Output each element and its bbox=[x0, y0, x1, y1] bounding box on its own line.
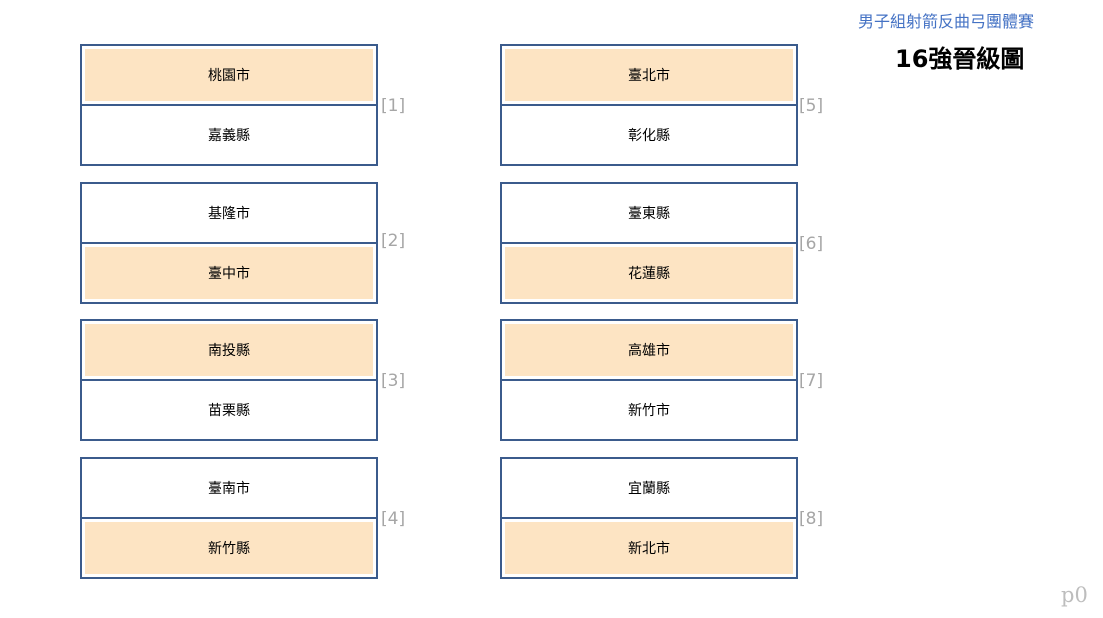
team-cell: 基隆市 bbox=[82, 184, 376, 242]
team-name: 基隆市 bbox=[208, 206, 250, 222]
team-name: 臺中市 bbox=[208, 266, 250, 282]
match-box-5: 臺北市 彰化縣 bbox=[500, 44, 798, 166]
match-box-1: 桃園市 嘉義縣 bbox=[80, 44, 378, 166]
team-cell: 臺東縣 bbox=[502, 184, 796, 242]
team-fill: 宜蘭縣 bbox=[505, 462, 793, 514]
match-label: [6] bbox=[799, 234, 824, 254]
match-label: [1] bbox=[381, 96, 406, 116]
team-cell: 花蓮縣 bbox=[502, 242, 796, 302]
team-cell: 高雄市 bbox=[502, 321, 796, 379]
match-label: [8] bbox=[799, 509, 824, 529]
match-box-6: 臺東縣 花蓮縣 bbox=[500, 182, 798, 304]
team-name: 花蓮縣 bbox=[628, 266, 670, 282]
team-name: 新竹縣 bbox=[208, 541, 250, 557]
team-fill: 臺東縣 bbox=[505, 187, 793, 239]
team-fill: 基隆市 bbox=[85, 187, 373, 239]
team-cell: 新北市 bbox=[502, 517, 796, 577]
team-fill: 苗栗縣 bbox=[85, 384, 373, 436]
page-number: p0 bbox=[1061, 583, 1088, 607]
team-cell: 臺中市 bbox=[82, 242, 376, 302]
team-fill: 桃園市 bbox=[85, 49, 373, 101]
match-label: [7] bbox=[799, 371, 824, 391]
team-cell: 臺南市 bbox=[82, 459, 376, 517]
team-name: 彰化縣 bbox=[628, 128, 670, 144]
match-box-2: 基隆市 臺中市 bbox=[80, 182, 378, 304]
team-fill: 臺北市 bbox=[505, 49, 793, 101]
team-cell: 新竹市 bbox=[502, 379, 796, 439]
team-name: 宜蘭縣 bbox=[628, 481, 670, 497]
team-cell: 南投縣 bbox=[82, 321, 376, 379]
event-title: 男子組射箭反曲弓團體賽 bbox=[858, 12, 1035, 31]
team-name: 臺東縣 bbox=[628, 206, 670, 222]
bracket-title: 16強晉級圖 bbox=[895, 45, 1025, 73]
team-cell: 宜蘭縣 bbox=[502, 459, 796, 517]
match-label: [3] bbox=[381, 371, 406, 391]
match-box-3: 南投縣 苗栗縣 bbox=[80, 319, 378, 441]
team-fill: 臺南市 bbox=[85, 462, 373, 514]
team-fill: 花蓮縣 bbox=[505, 247, 793, 299]
team-name: 桃園市 bbox=[208, 68, 250, 84]
match-box-4: 臺南市 新竹縣 bbox=[80, 457, 378, 579]
team-name: 臺南市 bbox=[208, 481, 250, 497]
team-cell: 苗栗縣 bbox=[82, 379, 376, 439]
team-fill: 新北市 bbox=[505, 522, 793, 574]
team-cell: 嘉義縣 bbox=[82, 104, 376, 164]
match-label: [5] bbox=[799, 96, 824, 116]
team-name: 苗栗縣 bbox=[208, 403, 250, 419]
team-name: 新竹市 bbox=[628, 403, 670, 419]
team-fill: 高雄市 bbox=[505, 324, 793, 376]
team-fill: 新竹市 bbox=[505, 384, 793, 436]
team-cell: 臺北市 bbox=[502, 46, 796, 104]
match-label: [2] bbox=[381, 231, 406, 251]
team-name: 高雄市 bbox=[628, 343, 670, 359]
match-label: [4] bbox=[381, 509, 406, 529]
team-name: 臺北市 bbox=[628, 68, 670, 84]
match-box-7: 高雄市 新竹市 bbox=[500, 319, 798, 441]
team-fill: 臺中市 bbox=[85, 247, 373, 299]
team-fill: 新竹縣 bbox=[85, 522, 373, 574]
team-cell: 彰化縣 bbox=[502, 104, 796, 164]
team-fill: 彰化縣 bbox=[505, 109, 793, 161]
team-name: 嘉義縣 bbox=[208, 128, 250, 144]
team-cell: 新竹縣 bbox=[82, 517, 376, 577]
match-box-8: 宜蘭縣 新北市 bbox=[500, 457, 798, 579]
team-name: 新北市 bbox=[628, 541, 670, 557]
team-cell: 桃園市 bbox=[82, 46, 376, 104]
team-name: 南投縣 bbox=[208, 343, 250, 359]
team-fill: 嘉義縣 bbox=[85, 109, 373, 161]
team-fill: 南投縣 bbox=[85, 324, 373, 376]
